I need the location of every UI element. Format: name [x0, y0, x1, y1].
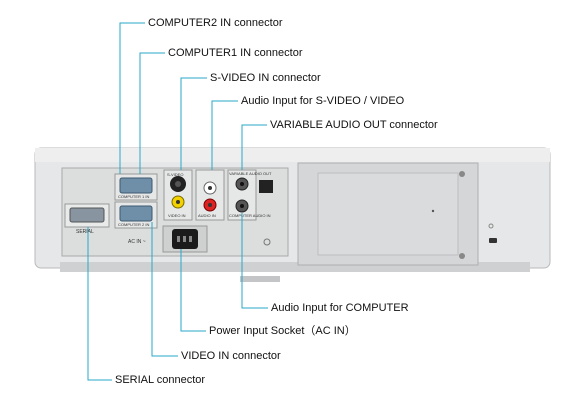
leader-video-in: [151, 222, 178, 357]
computer1-panel-label: COMPUTER 1 IN: [118, 194, 149, 199]
lock-icon: [488, 223, 494, 229]
housing-base: [60, 262, 530, 272]
leader-computer2: [119, 22, 145, 174]
audio-in-bezel: [195, 169, 225, 221]
screw-icon: [431, 209, 435, 213]
ac-in-panel-label: AC IN ~: [128, 239, 146, 245]
lamp-door-inner: [317, 172, 459, 256]
foot: [240, 276, 280, 282]
callout-computer2-in: COMPUTER2 IN connector: [148, 17, 283, 29]
computer2-port: [119, 205, 153, 222]
leader-variable-audio-out: [241, 124, 267, 170]
serial-panel-label: SERIAL: [76, 229, 94, 235]
leader-audio-svideo: [211, 100, 238, 170]
screw-icon: [459, 171, 465, 177]
ir-sensor: [259, 180, 273, 193]
variable-audio-out-panel-label: VARIABLE AUDIO OUT: [229, 171, 272, 176]
video-in-panel-label: VIDEO IN: [168, 213, 186, 218]
callout-s-video-in: S-VIDEO IN connector: [210, 72, 321, 84]
leader-audio-computer: [241, 213, 268, 309]
leader-computer1: [139, 52, 165, 174]
screw-icon: [263, 238, 271, 246]
leader-s-video: [180, 77, 207, 170]
housing-top-edge: [35, 148, 550, 162]
callout-power-input: Power Input Socket（AC IN）: [209, 325, 356, 337]
callout-audio-computer: Audio Input for COMPUTER: [271, 302, 409, 314]
callout-video-in: VIDEO IN connector: [181, 350, 281, 362]
leader-power: [180, 249, 206, 332]
leader-lines: [87, 22, 268, 381]
lock-slot-icon: [489, 238, 497, 243]
screw-icon: [459, 253, 465, 259]
computer1-port: [119, 177, 153, 194]
callout-computer1-in: COMPUTER1 IN connector: [168, 47, 303, 59]
callout-audio-svideo-video: Audio Input for S-VIDEO / VIDEO: [241, 95, 405, 107]
serial-port: [69, 207, 105, 223]
computer2-panel-label: COMPUTER 2 IN: [118, 222, 149, 227]
callout-variable-audio-out: VARIABLE AUDIO OUT connector: [270, 119, 438, 131]
audio-in-panel-label: AUDIO IN: [198, 213, 216, 218]
s-video-panel-label: S-VIDEO: [167, 172, 183, 177]
computer-audio-in-panel-label: COMPUTER AUDIO IN: [229, 213, 271, 218]
leader-serial: [87, 227, 112, 381]
callout-serial: SERIAL connector: [115, 374, 206, 386]
